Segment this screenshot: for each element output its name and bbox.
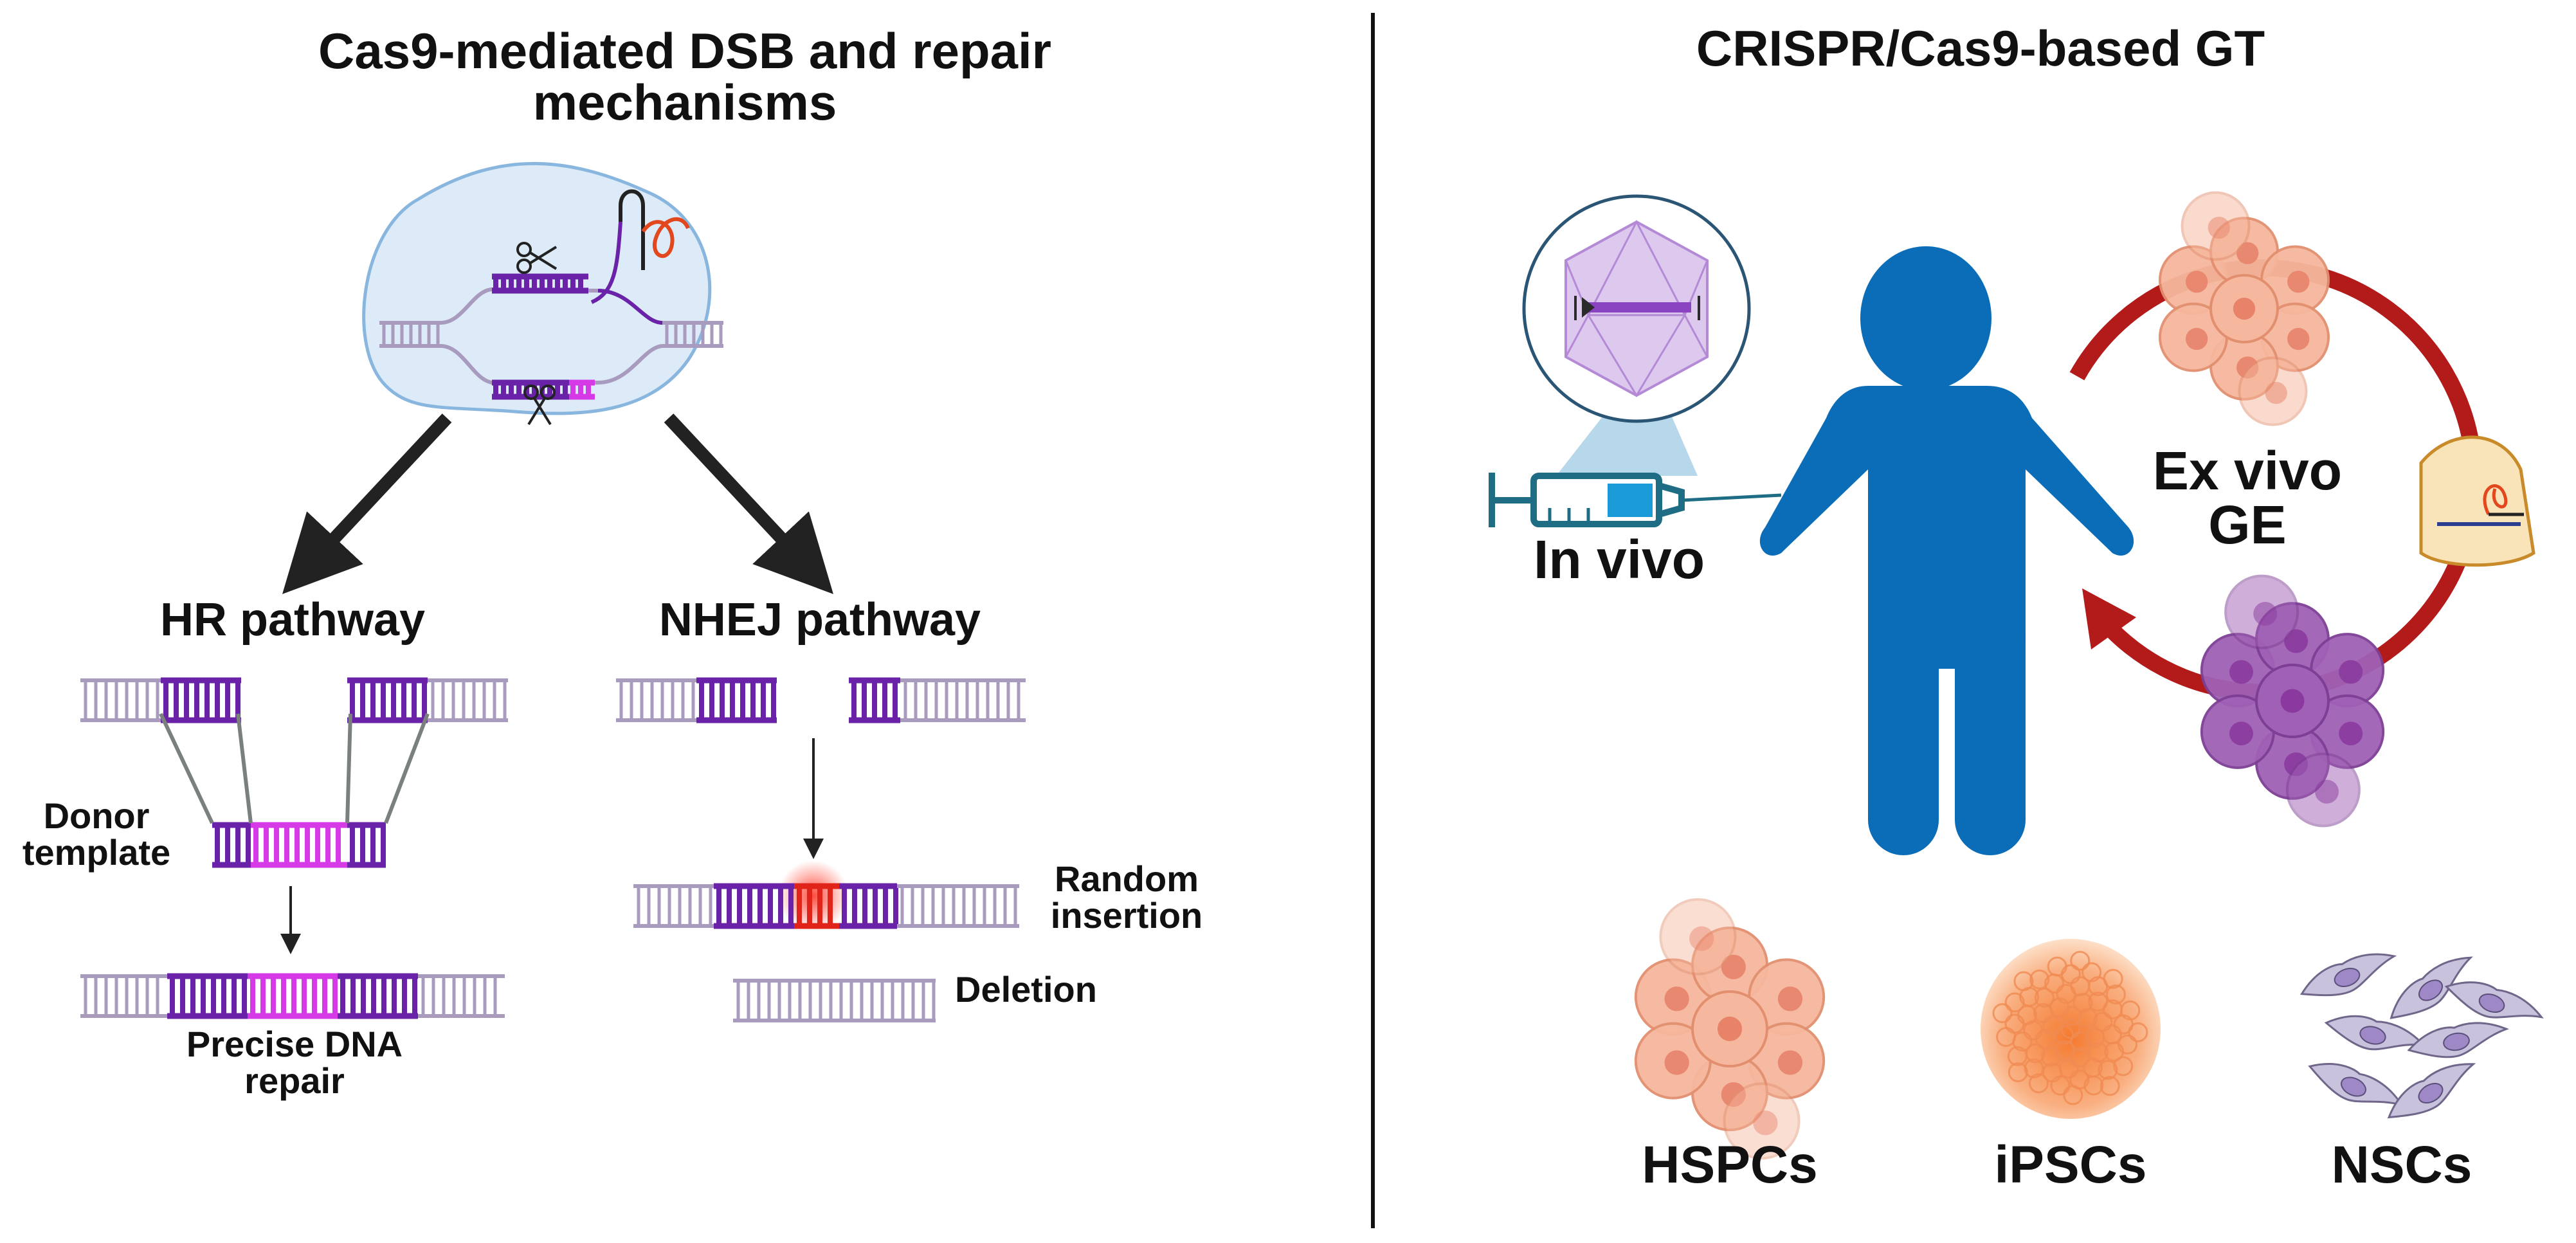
- cell-cluster-icon: [1634, 898, 1826, 1160]
- hr-broken-strand-left: [80, 677, 241, 723]
- cell-cluster-icon: [2158, 191, 2330, 426]
- donor-label-line-2: template: [22, 832, 171, 873]
- syringe-icon: [1489, 473, 1782, 527]
- nucleus-dna-target-top: [492, 273, 588, 294]
- cell-cluster-icon: [2200, 574, 2385, 828]
- guide-rna-stem: [590, 221, 622, 304]
- nucleus-dna-right: [662, 321, 723, 348]
- hr-pathway-title: HR pathway: [159, 594, 426, 646]
- dna-ladders: [80, 677, 1026, 1022]
- precise-repair-label: Precise DNA repair: [186, 1026, 403, 1099]
- random-insertion-line-1: Random: [1055, 858, 1199, 899]
- ex-vivo-line-2: GE: [2208, 494, 2287, 555]
- cell-illustrations: [1634, 191, 2544, 1160]
- cell-label-hspcs: HSPCs: [1642, 1136, 1818, 1194]
- random-insertion-line-2: insertion: [1050, 895, 1203, 936]
- donor-label-line-1: Donor: [43, 795, 150, 836]
- nucleus-dna-top-strand: [440, 287, 599, 325]
- neural-stem-cell-icon: [2299, 953, 2544, 1119]
- guide-rna-icon: [2483, 484, 2508, 516]
- guide-rna-icon: [619, 189, 645, 270]
- right-panel-title: CRISPR/Cas9-based GT: [1696, 20, 2265, 77]
- ex-vivo-label: Ex vivo GE: [2153, 444, 2342, 552]
- ipsc-colony-icon: [1981, 939, 2161, 1119]
- deletion-strand: [733, 979, 936, 1022]
- left-panel-title: Cas9-mediated DSB and repair mechanisms: [318, 23, 1052, 131]
- scissors-icon: [523, 385, 556, 426]
- nucleus-dna-left: [379, 321, 440, 348]
- homology-lines: [159, 712, 430, 824]
- guide-rna-tail: [641, 217, 690, 259]
- nucleus-dna-bottom-strand: [440, 344, 663, 385]
- scissors-icon: [516, 242, 558, 274]
- nhej-pathway-title: NHEJ pathway: [658, 594, 981, 646]
- nucleus-dna-target-bottom: [492, 379, 595, 400]
- cell-label-nscs: NSCs: [2331, 1136, 2472, 1194]
- left-title-line-1: Cas9-mediated DSB and repair: [318, 23, 1052, 79]
- deletion-label: Deletion: [955, 969, 1097, 1010]
- human-figure-icon: [1759, 246, 2134, 855]
- nucleus-illustration: [362, 161, 723, 426]
- random-insertion-strand: [633, 883, 1019, 929]
- left-title-line-2: mechanisms: [532, 73, 837, 131]
- hr-broken-strand-right: [347, 677, 508, 723]
- arrow-to-nhej: [664, 413, 833, 594]
- precise-repair-strand: [80, 973, 505, 1019]
- donor-template-label: Donor template: [23, 797, 170, 871]
- random-insertion-label: Random insertion: [1051, 860, 1202, 934]
- cas9-rnp-icon: [2419, 435, 2535, 567]
- ex-vivo-line-1: Ex vivo: [2152, 440, 2343, 501]
- virus-capsid-icon: [1522, 194, 1751, 476]
- precise-repair-line-1: Precise DNA: [186, 1024, 403, 1064]
- cell-label-ipscs: iPSCs: [1994, 1136, 2147, 1194]
- donor-template-strand: [212, 822, 386, 868]
- precise-repair-line-2: repair: [244, 1060, 345, 1102]
- arrow-to-hr: [282, 413, 452, 594]
- nhej-broken-strand-right: [849, 677, 1026, 723]
- in-vivo-label: In vivo: [1534, 529, 1705, 590]
- cycle-arrowhead: [2082, 588, 2136, 649]
- nhej-broken-strand-left: [616, 677, 777, 723]
